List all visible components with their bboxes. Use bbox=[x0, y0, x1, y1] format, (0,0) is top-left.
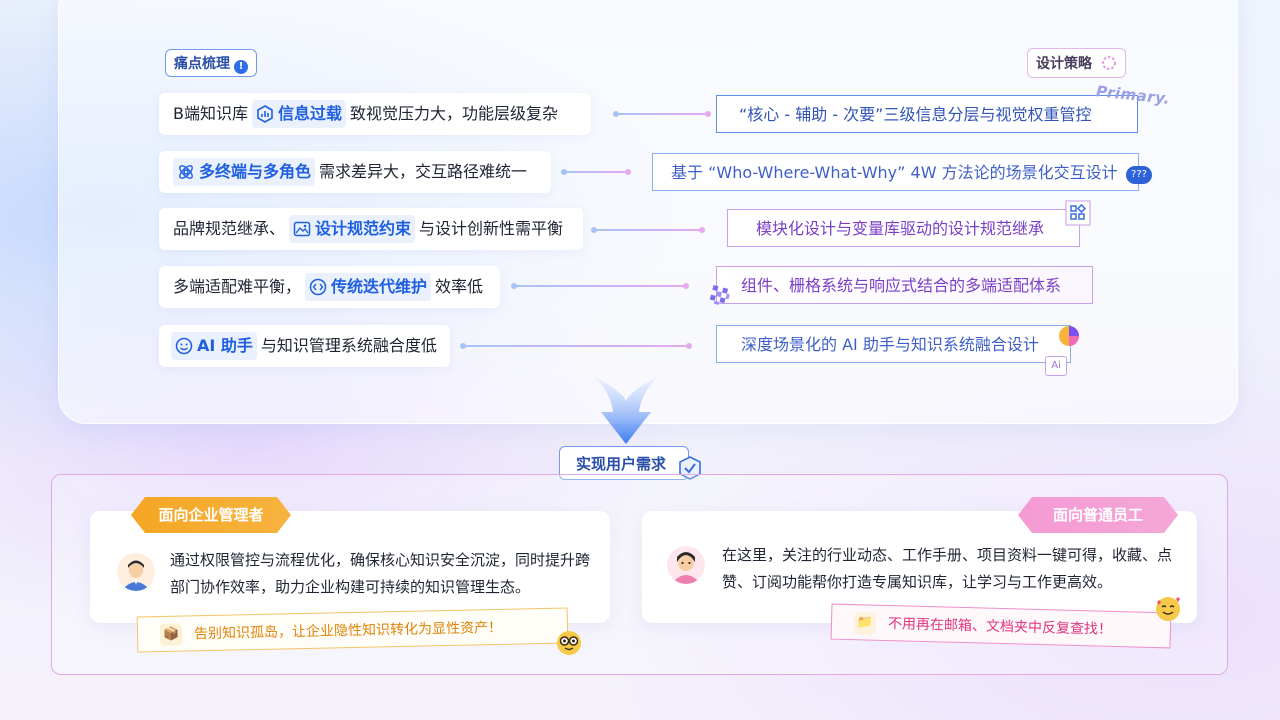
user-needs-label: 实现用户需求 bbox=[576, 455, 667, 473]
connector-2 bbox=[561, 169, 631, 175]
smiling-hearts-face-icon bbox=[1156, 597, 1180, 621]
strategy-4: 组件、栅格系统与响应式结合的多端适配体系 bbox=[716, 266, 1093, 304]
employee-ribbon-label: 面向普通员工 bbox=[1052, 506, 1143, 524]
pain-point-2-after: 需求差异大，交互路径难统一 bbox=[319, 162, 528, 181]
pain-points-tag-label: 痛点梳理 bbox=[174, 56, 230, 72]
folder-icon: 📁 bbox=[853, 612, 877, 635]
pie-icon bbox=[1059, 326, 1079, 346]
manager-note-text: 告别知识孤岛，让企业隐性知识转化为显性资产！ bbox=[193, 619, 503, 643]
manager-ribbon: 面向企业管理者 bbox=[131, 497, 291, 533]
pain-point-1-after: 致视觉压力大，功能层级复杂 bbox=[350, 104, 559, 123]
connector-3 bbox=[591, 227, 705, 233]
image-icon bbox=[293, 221, 311, 237]
strategy-5-text: 深度场景化的 AI 助手与知识系统融合设计 bbox=[741, 335, 1039, 354]
box-icon: 📦 bbox=[159, 623, 183, 647]
hexagon-chart-icon bbox=[257, 105, 273, 123]
design-strategy-tag-label: 设计策略 bbox=[1036, 56, 1092, 72]
pain-point-4: 多端适配难平衡， 传统迭代维护效率低 bbox=[159, 266, 500, 308]
smile-icon bbox=[175, 337, 193, 355]
checker-pattern-icon bbox=[709, 284, 730, 305]
spinner-icon bbox=[1101, 56, 1116, 70]
pain-point-5-after: 与知识管理系统融合度低 bbox=[260, 336, 437, 355]
pain-point-2: 多终端与多角色需求差异大，交互路径难统一 bbox=[159, 151, 551, 193]
down-arrow-icon bbox=[591, 374, 661, 444]
check-badge-icon bbox=[679, 456, 701, 480]
strategy-3-text: 模块化设计与变量库驱动的设计规范继承 bbox=[756, 219, 1045, 238]
ai-badge-icon: Ai bbox=[1045, 356, 1067, 376]
employee-ribbon: 面向普通员工 bbox=[1018, 497, 1178, 533]
strategy-1-text: “核心 - 辅助 - 次要”三级信息分层与视觉权重管控 bbox=[739, 105, 1092, 124]
pain-point-1: B端知识库 信息过载致视觉压力大，功能层级复杂 bbox=[159, 93, 591, 135]
employee-avatar bbox=[667, 546, 705, 584]
pain-point-1-highlight: 信息过载 bbox=[251, 100, 346, 128]
pain-point-2-highlight: 多终端与多角色 bbox=[173, 158, 316, 186]
pain-point-4-highlight-text: 传统迭代维护 bbox=[331, 277, 428, 296]
strategy-3: 模块化设计与变量库驱动的设计规范继承 bbox=[727, 209, 1080, 247]
pain-point-4-highlight: 传统迭代维护 bbox=[305, 273, 432, 301]
manager-ribbon-label: 面向企业管理者 bbox=[158, 506, 264, 524]
pain-point-4-before: 多端适配难平衡， bbox=[173, 277, 302, 296]
pain-point-3-before: 品牌规范继承、 bbox=[173, 219, 286, 238]
pain-point-1-before: B端知识库 bbox=[173, 104, 248, 123]
nerd-face-icon bbox=[557, 631, 581, 655]
network-icon bbox=[179, 165, 193, 179]
pain-point-5-highlight: AI 助手 bbox=[171, 332, 257, 360]
employee-note-text: 不用再在邮箱、文档夹中反复查找！ bbox=[887, 616, 1113, 638]
pain-point-3: 品牌规范继承、 设计规范约束与设计创新性需平衡 bbox=[159, 208, 583, 250]
grid-module-icon bbox=[1065, 200, 1091, 226]
strategy-2: 基于 “Who-Where-What-Why” 4W 方法论的场景化交互设计 bbox=[652, 153, 1139, 191]
pain-point-3-highlight-text: 设计规范约束 bbox=[315, 219, 412, 238]
pain-point-2-highlight-text: 多终端与多角色 bbox=[199, 162, 312, 181]
strategy-4-text: 组件、栅格系统与响应式结合的多端适配体系 bbox=[741, 276, 1062, 295]
pain-point-4-after: 效率低 bbox=[435, 277, 484, 296]
connector-1 bbox=[613, 111, 711, 117]
code-icon bbox=[309, 278, 327, 296]
pain-point-1-highlight-text: 信息过载 bbox=[277, 104, 342, 123]
connector-4 bbox=[511, 283, 689, 289]
strategy-1: “核心 - 辅助 - 次要”三级信息分层与视觉权重管控 bbox=[716, 95, 1138, 133]
strategy-5: 深度场景化的 AI 助手与知识系统融合设计 bbox=[716, 325, 1071, 363]
question-bubble: ??? bbox=[1126, 166, 1152, 184]
manager-text: 通过权限管控与流程优化，确保核心知识安全沉淀，同时提升跨部门协作效率，助力企业构… bbox=[170, 551, 591, 596]
pain-point-3-after: 与设计创新性需平衡 bbox=[419, 219, 564, 238]
employee-text: 在这里，关注的行业动态、工作手册、项目资料一键可得，收藏、点赞、订阅功能帮你打造… bbox=[722, 546, 1173, 591]
pain-point-5-highlight-text: AI 助手 bbox=[197, 336, 253, 355]
strategy-2-text: 基于 “Who-Where-What-Why” 4W 方法论的场景化交互设计 bbox=[671, 163, 1118, 182]
pain-point-3-highlight: 设计规范约束 bbox=[289, 215, 416, 243]
info-icon: ! bbox=[234, 60, 248, 74]
design-strategy-tag: 设计策略 bbox=[1027, 48, 1126, 78]
pain-point-5: AI 助手与知识管理系统融合度低 bbox=[159, 325, 450, 367]
connector-5 bbox=[460, 343, 692, 349]
pain-points-tag: 痛点梳理! bbox=[165, 49, 257, 77]
manager-avatar bbox=[117, 553, 155, 591]
